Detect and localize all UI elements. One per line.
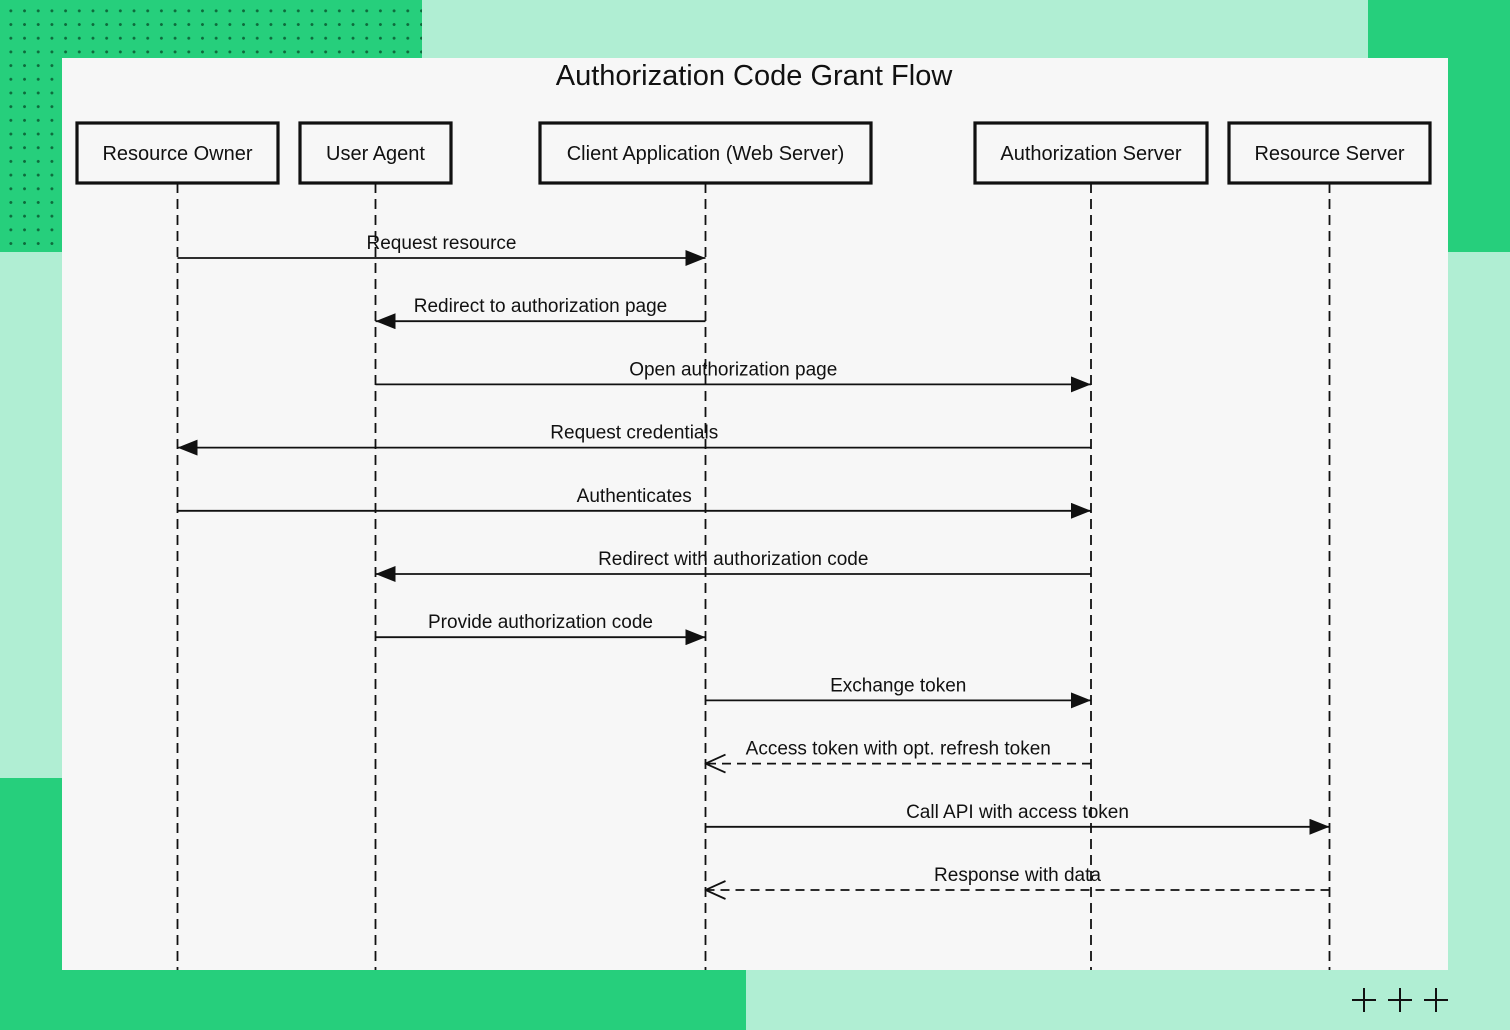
message: Request credentials bbox=[177, 423, 1091, 456]
message: Exchange token bbox=[705, 675, 1091, 709]
participant-label: Resource Server bbox=[1254, 143, 1404, 165]
message-label: Request resource bbox=[367, 233, 517, 254]
message: Response with data bbox=[706, 865, 1330, 890]
message-label: Response with data bbox=[934, 865, 1101, 886]
plus-icon bbox=[1352, 988, 1376, 1012]
message-label: Call API with access token bbox=[906, 802, 1129, 823]
participant-box bbox=[75, 121, 280, 185]
message-label: Open authorization page bbox=[629, 359, 837, 380]
message: Access token with opt. refresh token bbox=[706, 739, 1091, 764]
message-label: Access token with opt. refresh token bbox=[746, 739, 1051, 760]
participant-label: Authorization Server bbox=[1000, 143, 1182, 165]
message-label: Provide authorization code bbox=[428, 612, 653, 633]
message: Provide authorization code bbox=[375, 612, 706, 646]
message: Call API with access token bbox=[705, 802, 1330, 835]
plus-icons-decoration bbox=[1352, 988, 1448, 1012]
participant-box bbox=[973, 121, 1209, 185]
plus-icon bbox=[1388, 988, 1412, 1012]
sequence-diagram: Authorization Code Grant Flow Resource O… bbox=[75, 60, 1432, 970]
participant-resource: Resource Server bbox=[1227, 121, 1432, 185]
message: Open authorization page bbox=[375, 359, 1091, 393]
plus-icon bbox=[1424, 988, 1448, 1012]
message-label: Exchange token bbox=[830, 675, 966, 696]
participant-label: Resource Owner bbox=[102, 143, 252, 165]
participant-box bbox=[298, 121, 453, 185]
message-label: Authenticates bbox=[577, 486, 692, 507]
message-label: Redirect to authorization page bbox=[414, 296, 668, 317]
participant-box bbox=[538, 121, 873, 185]
message: Authenticates bbox=[177, 486, 1091, 519]
participant-label: Client Application (Web Server) bbox=[567, 143, 845, 165]
message: Redirect to authorization page bbox=[375, 296, 706, 330]
message-label: Redirect with authorization code bbox=[598, 549, 868, 570]
message: Request resource bbox=[177, 233, 706, 266]
participant-label: User Agent bbox=[326, 143, 425, 165]
message: Redirect with authorization code bbox=[375, 549, 1091, 582]
participant-auth: Authorization Server bbox=[973, 121, 1209, 185]
diagram-panel: Authorization Code Grant Flow Resource O… bbox=[62, 58, 1448, 970]
participant-box bbox=[1227, 121, 1432, 185]
diagram-title: Authorization Code Grant Flow bbox=[556, 60, 954, 92]
participant-client: Client Application (Web Server) bbox=[538, 121, 873, 185]
message-label: Request credentials bbox=[550, 423, 718, 444]
participant-agent: User Agent bbox=[298, 121, 453, 185]
participant-owner: Resource Owner bbox=[75, 121, 280, 185]
